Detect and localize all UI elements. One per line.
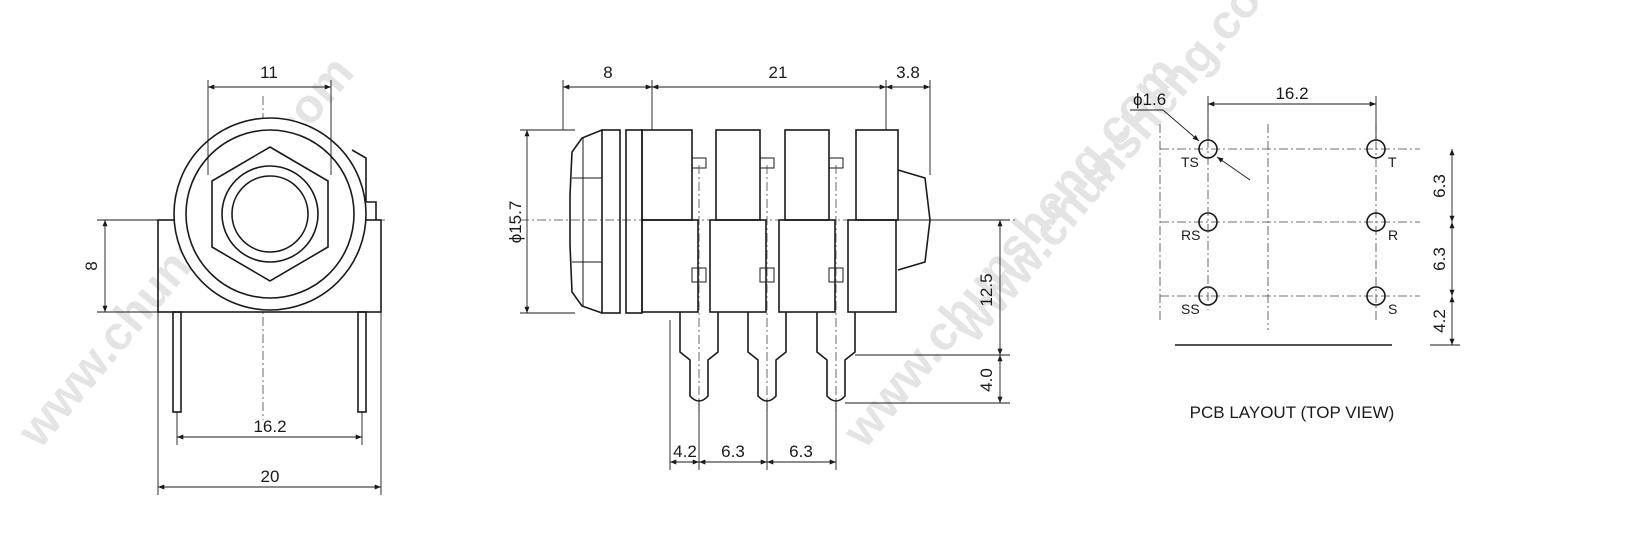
front-hex-nut [211, 146, 329, 282]
front-view: 11 8 16.2 20 [82, 63, 385, 495]
side-dim-pin: 4.0 [977, 368, 996, 392]
pcb-label-t: T [1388, 154, 1397, 170]
pcb-layout: TS T RS R SS S ϕ1.6 16.2 6.3 6.3 4.2 PCB… [1130, 84, 1460, 422]
pcb-caption: PCB LAYOUT (TOP VIEW) [1190, 403, 1395, 422]
side-dim-pitch-1: 4.2 [673, 442, 697, 461]
pcb-hole-s [1366, 286, 1386, 306]
side-view: 8 21 3.8 ϕ15.7 12.5 4.0 4.2 6.3 6.3 [506, 63, 1015, 470]
front-dim-width: 20 [261, 467, 280, 486]
side-dim-height: 12.5 [977, 273, 996, 306]
pcb-hole-r [1366, 212, 1386, 232]
pcb-label-rs: RS [1181, 227, 1200, 243]
pcb-dim-hole: ϕ1.6 [1133, 90, 1166, 109]
side-dim-pitch-3: 6.3 [789, 442, 813, 461]
front-pin-right [357, 311, 367, 413]
side-flange-2 [625, 129, 643, 314]
front-outer-ring [173, 117, 367, 311]
front-dim-pin-spacing: 16.2 [253, 417, 286, 436]
pcb-dim-width: 16.2 [1275, 84, 1308, 103]
side-flange-1 [601, 129, 621, 314]
side-dim-diameter: ϕ15.7 [506, 201, 525, 244]
side-dim-flange: 8 [603, 63, 612, 82]
side-dim-tail: 3.8 [896, 63, 920, 82]
pcb-label-r: R [1388, 227, 1398, 243]
pcb-dim-row-3: 4.2 [1430, 309, 1449, 333]
side-nose [569, 129, 603, 314]
pcb-label-ts: TS [1181, 154, 1199, 170]
front-dim-height: 8 [82, 261, 101, 270]
side-dim-body: 21 [769, 63, 788, 82]
pcb-label-ss: SS [1181, 301, 1200, 317]
pcb-dim-row-1: 6.3 [1430, 174, 1449, 198]
pcb-label-s: S [1388, 301, 1397, 317]
pcb-dim-row-2: 6.3 [1430, 247, 1449, 271]
front-pin-left [172, 311, 182, 413]
side-dim-pitch-2: 6.3 [721, 442, 745, 461]
front-dim-top: 11 [260, 63, 278, 82]
